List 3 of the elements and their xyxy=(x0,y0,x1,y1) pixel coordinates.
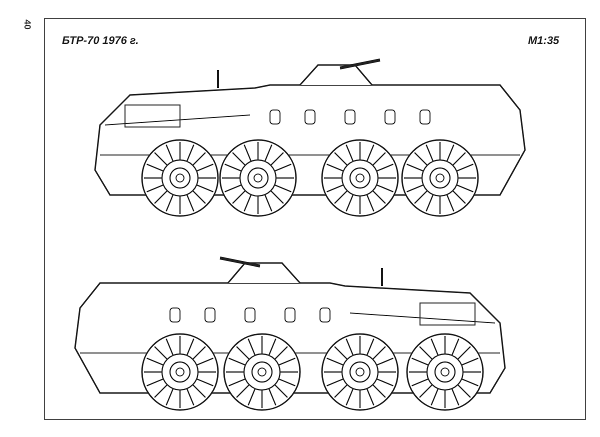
page-number: 40 xyxy=(22,20,32,30)
drawing-title: БТР-70 1976 г. xyxy=(62,36,139,47)
scale-label: М1:35 xyxy=(528,36,560,47)
